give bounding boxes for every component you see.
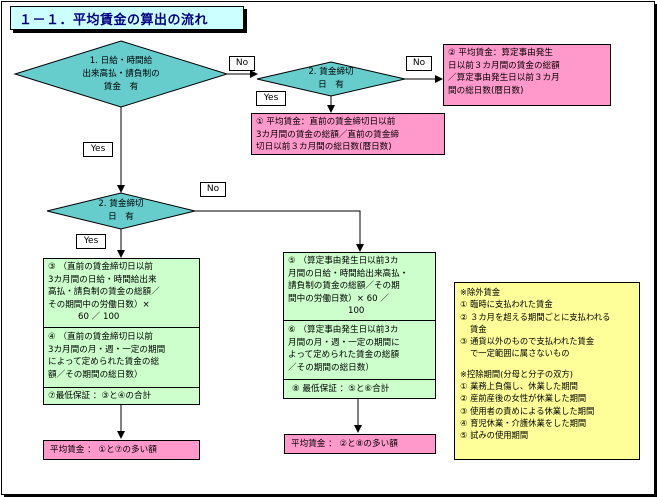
box5-divider — [284, 320, 435, 321]
box5-line-1: ⑤ （算定事由発生日以前3カ — [288, 256, 399, 266]
decision-1-line-2: 出来高払・請負制の — [82, 69, 160, 79]
box4-line-4: 額／その期間の総日数） — [48, 369, 143, 380]
deduction-item: ⑤ 試みの使用期間 — [460, 430, 529, 441]
box3-divider — [44, 327, 199, 328]
yes-label-1: Yes — [256, 91, 286, 106]
decision-1-line-1: 1. 日給・時間給 — [89, 56, 153, 66]
box6: ⑥ （算定事由発生日以前3カ 月間の月・週・一定の期間に よって定められた賃金の… — [288, 324, 400, 374]
formula-box-2: ② 平均賃金：算定事由発生 日以前３カ月間の賃金の総額 ／算定事由発生日以前３カ… — [443, 44, 611, 106]
box6-line-4: ／その期間の総日数） — [288, 362, 374, 373]
box4: ④ （直前の賃金締切日以前 3カ月間の月・週・一定の期間 によって定められた賃金… — [48, 331, 165, 381]
box4-line-1: ④ （直前の賃金締切日以前 — [48, 332, 153, 342]
decision-2-line-2: 日 有 — [318, 80, 344, 90]
box4-line-3: によって定められた賃金の総 — [48, 357, 160, 367]
box1-line-3: 切日以前３カ月間の総日数(暦日数) — [256, 142, 392, 152]
decision-2-line-1: 2. 賃金締切 — [308, 67, 354, 77]
formula-block-left: ③ （直前の賃金締切日以前 3カ月間の日給・時間給出来 高払・請負制の賃金の総額… — [43, 258, 200, 405]
decision-1-line-3: 賃金 有 — [103, 82, 139, 92]
no-label-1: No — [229, 56, 255, 71]
box5: ⑤ （算定事由発生日以前3カ 月間の日給・時間給出来高払・ 請負制の賃金の総額／… — [288, 255, 408, 318]
decision-1-text: 1. 日給・時間給 出来高払・請負制の 賃金 有 — [65, 55, 177, 94]
box6-line-2: 月間の月・週・一定の期間に — [288, 337, 400, 348]
box5-line-5: 100 — [348, 306, 365, 316]
box8: ⑧ 最低保証 ：⑤と⑥合計 — [292, 384, 390, 394]
deduction-item: ④ 育児休業・介護休業をした期間 — [460, 417, 587, 428]
box1-line-1: ① 平均賃金：直前の賃金締切日以前 — [256, 117, 396, 127]
deduction-item: ③ 使用者の責めによる休業した期間 — [460, 405, 595, 416]
box4-divider — [44, 387, 199, 388]
box2-line-1: ② 平均賃金：算定事由発生 — [448, 48, 553, 58]
deductions-title: ※控除期間(分母と分子の双方) — [460, 368, 573, 379]
formula-box-1: ① 平均賃金：直前の賃金締切日以前 3カ月間の賃金の総額／直前の賃金締 切日以前… — [251, 113, 445, 155]
decision-3-line-1: 2. 賃金締切 — [98, 199, 144, 209]
box2-line-3: ／算定事由発生日以前３カ月 — [448, 73, 560, 83]
box7: ⑦最低保証 ：③と④の合計 — [48, 391, 152, 401]
box5-line-3: 請負制の賃金の総額／その期 — [288, 281, 400, 291]
exclusion-item: ② ３カ月を超える期間ごとに支払われる — [460, 311, 611, 322]
box3-line-2: 3カ月間の日給・時間給出来 — [48, 274, 157, 285]
connector-d3-box5 — [195, 210, 364, 252]
exclusion-item: ① 臨時に支払われた賃金 — [460, 299, 553, 310]
box6-line-1: ⑥ （算定事由発生日以前3カ — [288, 325, 399, 335]
exclusions-title: ※除外賃金 — [460, 287, 501, 297]
no-label-2: No — [406, 56, 432, 71]
box3: ③ （直前の賃金締切日以前 3カ月間の日給・時間給出来 高払・請負制の賃金の総額… — [48, 261, 160, 324]
result-box-left: 平均賃金 ： ①と⑦の多い額 — [43, 440, 200, 460]
box2-line-2: 日以前３カ月間の賃金の総額 — [448, 60, 560, 71]
page-title: １－１．平均賃金の算出の流れ — [19, 13, 209, 28]
decision-3-text: 2. 賃金締切 日 有 — [81, 198, 161, 224]
yes-label-3: Yes — [76, 234, 106, 249]
exclusion-item: で一定範囲に属さないもの — [470, 348, 570, 359]
decision-3-line-2: 日 有 — [108, 212, 134, 222]
box4-line-2: 3カ月間の月・週・一定の期間 — [48, 344, 166, 355]
box6-divider — [284, 379, 435, 380]
no-label-3: No — [200, 182, 226, 197]
title-box: １－１．平均賃金の算出の流れ — [10, 6, 244, 30]
notes-spacer — [460, 360, 634, 368]
box3-line-4: その期間中の労働日数）× — [48, 299, 150, 310]
box6-line-3: よって定められた賃金の総額 — [288, 350, 400, 360]
decision-2-text: 2. 賃金締切 日 有 — [291, 66, 371, 92]
box2-line-4: 間の総日数(暦日数) — [448, 85, 524, 96]
box1-line-2: 3カ月間の賃金の総額／直前の賃金締 — [256, 129, 399, 140]
box3-line-3: 高払・請負制の賃金の総額／ — [48, 287, 160, 297]
notes-box: ※除外賃金 ① 臨時に支払われた賃金 ② ３カ月を超える期間ごとに支払われる 賃… — [454, 282, 640, 460]
result-box-right: 平均賃金 ： ②と⑧の多い額 — [284, 434, 436, 454]
box5-line-2: 月間の日給・時間給出来高払・ — [288, 268, 409, 279]
box3-line-5: 60 ／ 100 — [78, 312, 120, 322]
box5-line-4: 間中の労働日数）× 60 ／ — [288, 293, 389, 304]
deduction-item: ① 業務上負傷し、休業した期間 — [460, 381, 578, 392]
formula-block-right: ⑤ （算定事由発生日以前3カ 月間の日給・時間給出来高払・ 請負制の賃金の総額／… — [283, 252, 436, 399]
exclusion-item: 賃金 — [470, 323, 487, 334]
exclusion-item: ③ 通貨以外のもので支払われた賃金 — [460, 336, 595, 347]
deduction-item: ② 産前産後の女性が休業した期間 — [460, 393, 587, 404]
yes-label-2: Yes — [83, 142, 113, 157]
box3-line-1: ③ （直前の賃金締切日以前 — [48, 262, 153, 272]
